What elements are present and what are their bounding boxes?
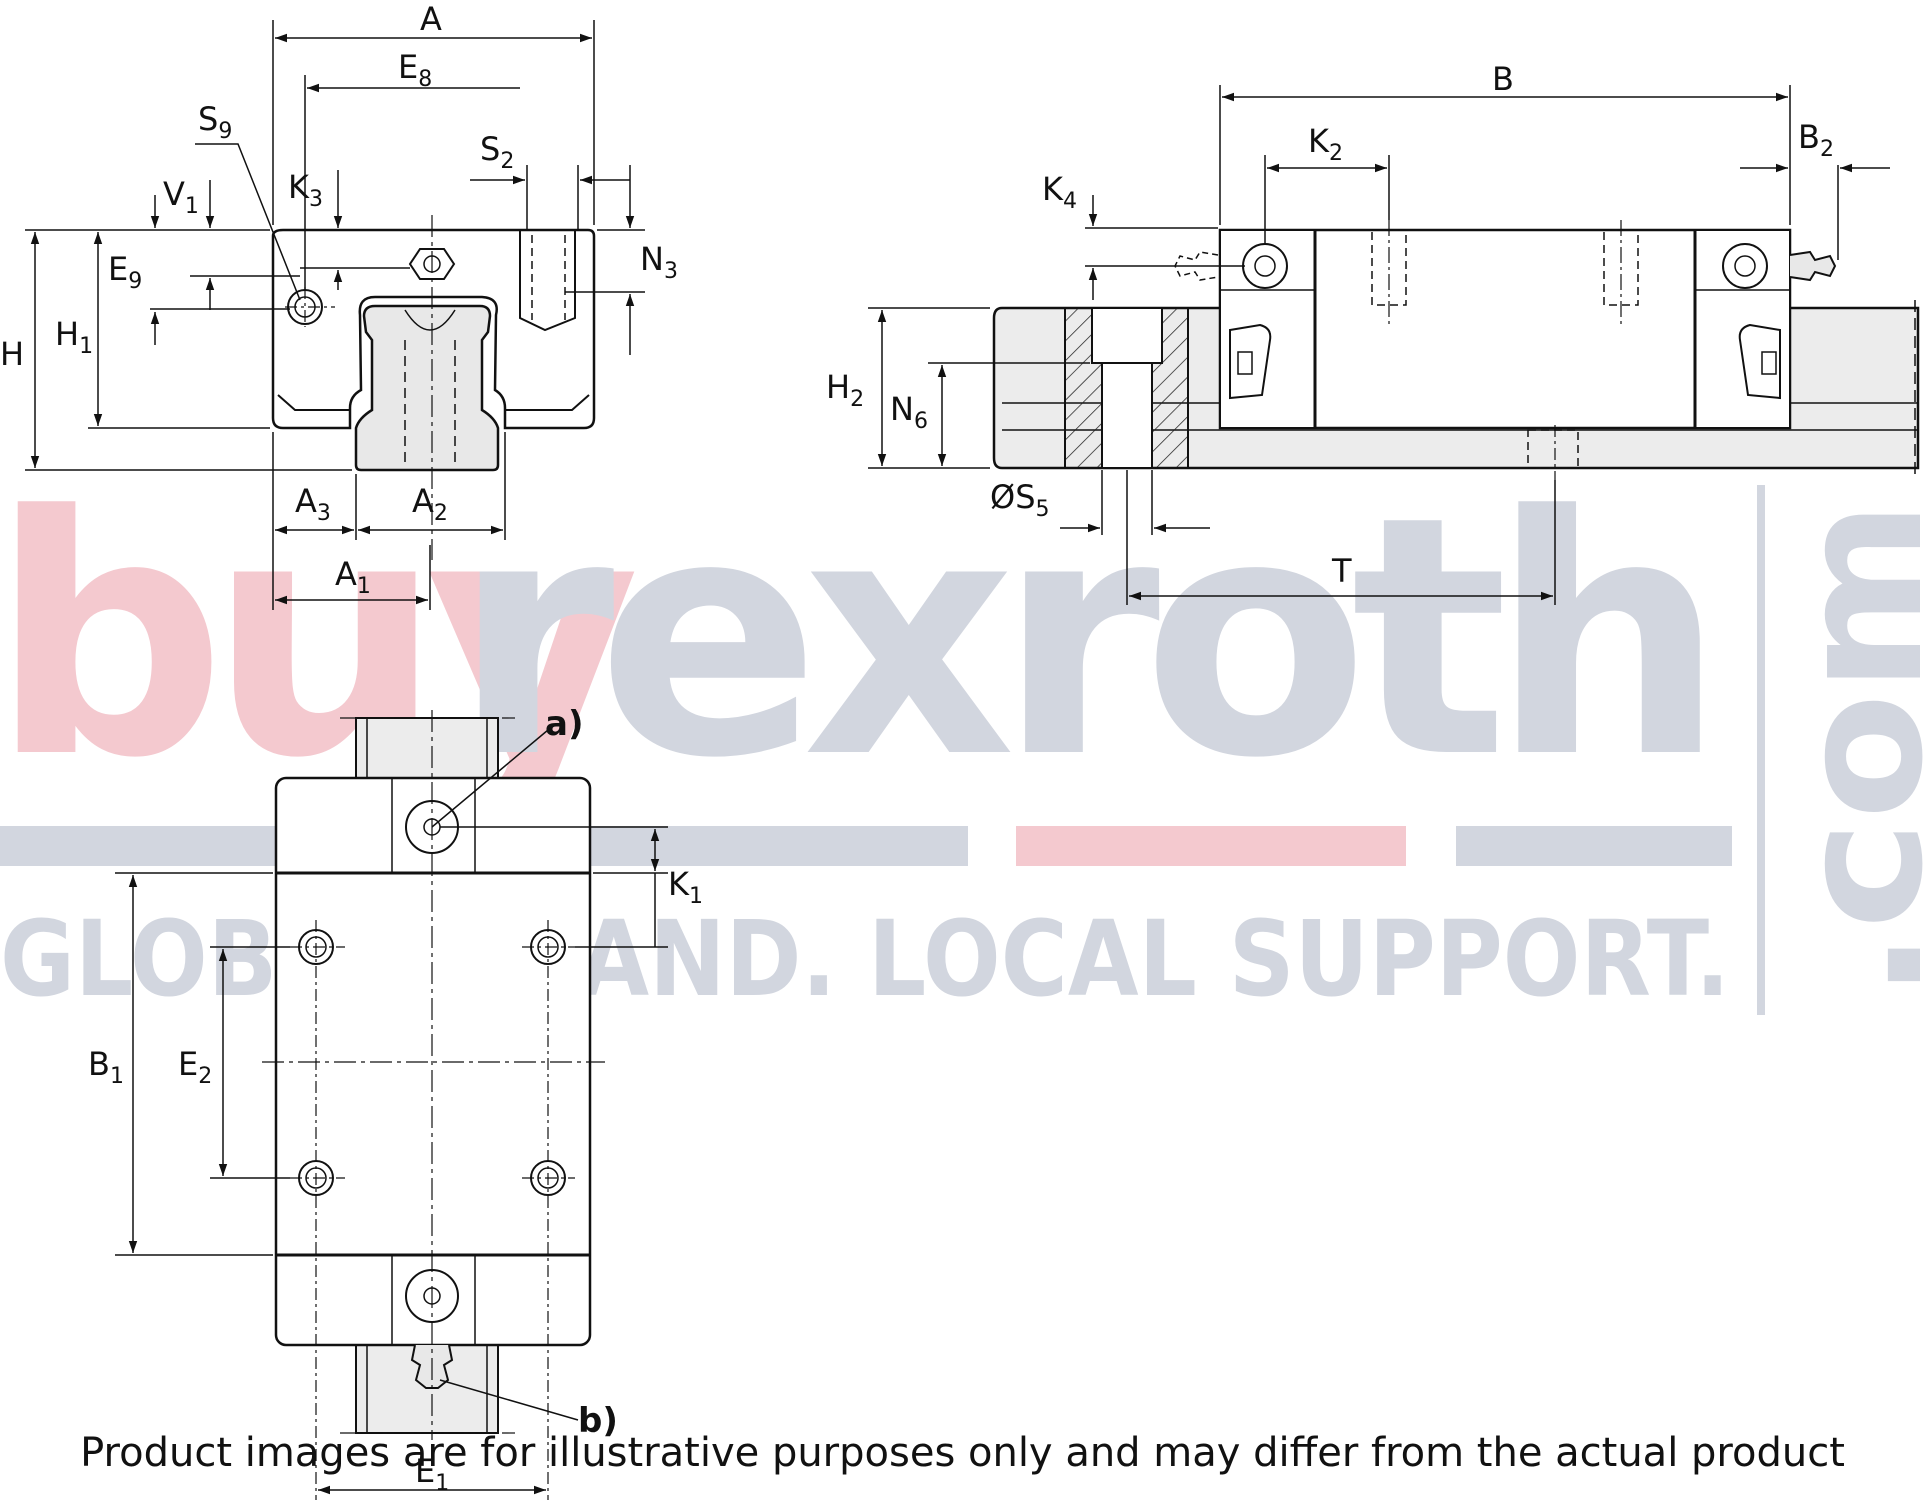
dim-label-K3: K3	[288, 168, 323, 212]
front-labels: A E8 S9 S2 V1 K3 N3 E9 H H1 A3 A2 A1	[0, 0, 678, 599]
dim-label-N3: N3	[640, 240, 678, 284]
dim-label-B2: B2	[1798, 118, 1834, 162]
front-dimensions	[25, 20, 645, 610]
watermark-tld: .com	[1763, 500, 1925, 1000]
dim-label-N6: N6	[890, 390, 928, 434]
dim-label-A: A	[420, 0, 442, 38]
dim-label-K1: K1	[668, 865, 703, 909]
dim-label-H1: H1	[55, 315, 93, 359]
watermark-vertical-rule	[1757, 485, 1765, 1015]
side-dimensions	[868, 85, 1890, 605]
dim-label-B1: B1	[88, 1045, 124, 1089]
dim-label-A2: A2	[412, 482, 448, 526]
dim-label-E8: E8	[398, 48, 432, 92]
dim-label-E9: E9	[108, 250, 142, 294]
dim-label-S2: S2	[480, 130, 514, 174]
dim-label-K2: K2	[1308, 122, 1343, 166]
dim-label-A3: A3	[295, 482, 331, 526]
side-lube-port-right	[1722, 243, 1768, 289]
dim-label-V1: V1	[163, 175, 199, 219]
front-view	[271, 215, 596, 560]
watermark-brand-buy: buy	[0, 446, 637, 830]
dim-label-H: H	[0, 335, 24, 373]
disclaimer-text: Product images are for illustrative purp…	[80, 1430, 1845, 1476]
top-rail-upper	[355, 717, 499, 779]
dim-label-T: T	[1331, 552, 1352, 590]
watermark: buy rexroth GLOBAL BRAND. LOCAL SUPPORT.…	[0, 446, 1925, 1020]
side-labels: B K2 B2 K4 H2 N6 ØS5 T	[826, 60, 1834, 590]
callout-a: a)	[545, 704, 583, 744]
watermark-divider-gray-right	[1456, 826, 1732, 866]
dim-label-K4: K4	[1042, 170, 1077, 214]
dim-label-H2: H2	[826, 368, 864, 412]
watermark-divider-red	[1016, 826, 1406, 866]
watermark-brand-rexroth: rexroth	[452, 446, 1708, 830]
dim-label-E2: E2	[178, 1045, 212, 1089]
front-carriage-body	[271, 228, 596, 430]
side-view	[992, 220, 1920, 480]
dim-label-E1: E1	[415, 1452, 449, 1496]
side-grease-nipple	[1789, 250, 1837, 282]
top-view	[262, 710, 605, 1500]
dim-label-S9: S9	[198, 100, 232, 144]
top-dimensions	[115, 729, 668, 1495]
callout-b: b)	[578, 1401, 618, 1441]
top-labels: K1 B1 E2 E1 a) b)	[88, 704, 703, 1496]
front-rail-profile	[354, 304, 500, 472]
dim-label-B: B	[1492, 60, 1514, 98]
dim-label-S5: ØS5	[990, 478, 1050, 522]
watermark-tagline: GLOBAL BRAND. LOCAL SUPPORT.	[0, 898, 1730, 1020]
dim-label-A1: A1	[335, 555, 371, 599]
